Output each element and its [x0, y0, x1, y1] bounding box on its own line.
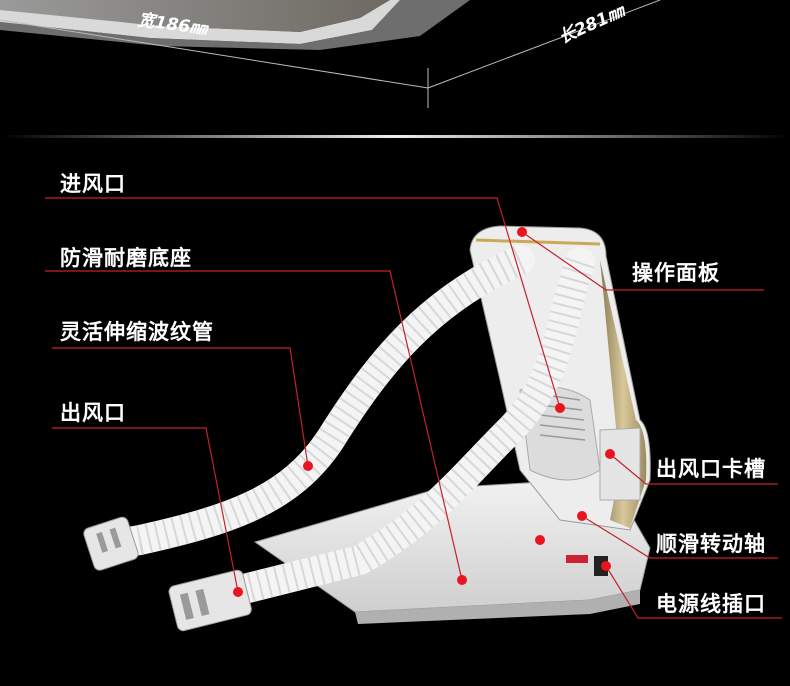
leader-outlet-slot [609, 453, 778, 485]
callout-outlet-slot: 出风口卡槽 [656, 457, 766, 481]
callout-power-socket: 电源线插口 [656, 592, 766, 616]
marker-air-outlet [233, 587, 243, 597]
leader-air-inlet [45, 197, 561, 409]
marker-power-socket [601, 561, 611, 571]
marker-rotating-shaft-2 [535, 535, 545, 545]
callout-air-outlet: 出风口 [60, 401, 126, 425]
corrugated-hose-left [95, 245, 535, 560]
corrugated-hose-right [225, 247, 595, 605]
width-dimension-line [0, 19, 429, 89]
callout-hose: 灵活伸缩波纹管 [60, 320, 214, 344]
top-device-view [0, 0, 470, 50]
callout-base: 防滑耐磨底座 [60, 246, 192, 270]
callout-air-inlet: 进风口 [60, 172, 126, 196]
warning-label [566, 555, 588, 563]
length-dimension-line [427, 0, 661, 108]
leader-air-outlet [52, 427, 239, 593]
callout-control-panel: 操作面板 [632, 261, 720, 285]
leader-power-socket [605, 565, 782, 619]
leader-control-panel [521, 231, 764, 291]
air-outlet-nozzle-left [83, 516, 139, 571]
marker-control-panel [517, 227, 527, 237]
marker-air-inlet [555, 403, 565, 413]
callout-rotating-shaft: 顺滑转动轴 [656, 532, 766, 556]
marker-rotating-shaft [577, 511, 587, 521]
section-divider [0, 135, 790, 138]
marker-base [457, 575, 467, 585]
base-plate [253, 477, 651, 624]
marker-hose [303, 461, 313, 471]
marker-outlet-slot [605, 449, 615, 459]
air-outlet-nozzle-right [168, 569, 252, 632]
leader-base [45, 270, 463, 581]
leader-hose [52, 347, 309, 467]
leader-rotating-shaft [581, 515, 778, 559]
